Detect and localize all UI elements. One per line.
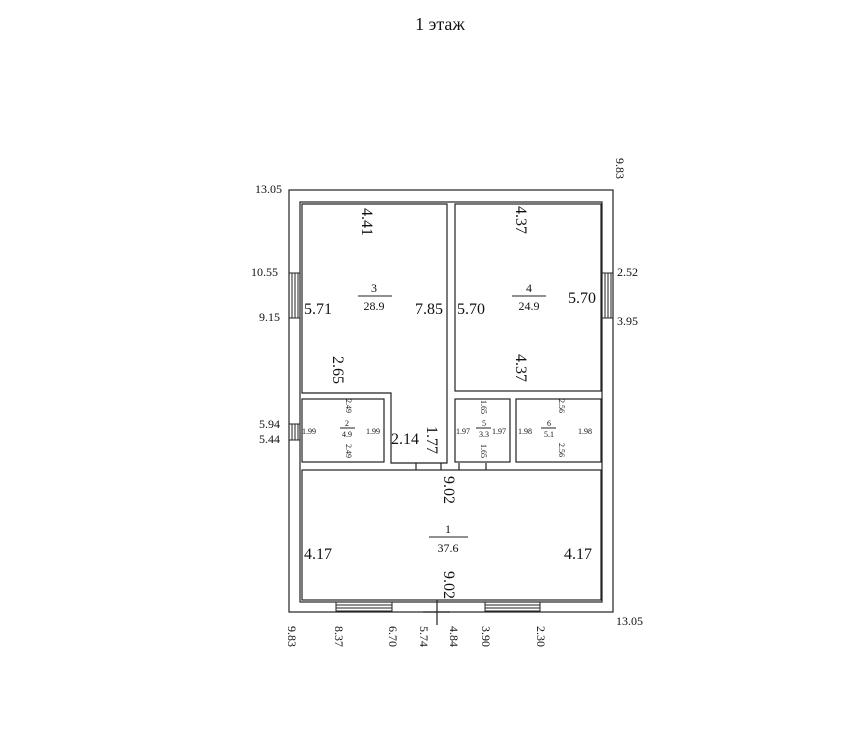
mark-left-window1-top: 10.55 (251, 265, 278, 279)
room-6-dim-left: 1.98 (518, 427, 532, 436)
room-5-area: 3.3 (479, 430, 489, 439)
window-bottom-left (335, 602, 393, 612)
room-3-area: 28.9 (364, 299, 385, 313)
floor-title: 1 этаж (415, 14, 465, 34)
room-6-area: 5.1 (544, 430, 554, 439)
mark-left-window2-top: 5.94 (259, 417, 280, 431)
room-2-dim-right: 1.99 (366, 427, 380, 436)
hall-dim-horizontal: 1.77 (423, 426, 440, 454)
mark-bottom-3: 5.74 (417, 626, 431, 647)
mark-bottom-1: 8.37 (332, 626, 346, 647)
window-right (602, 272, 613, 319)
outer-mark-bottom-right: 13.05 (616, 614, 643, 628)
room-1-dim-bottom: 9.02 (440, 571, 457, 599)
room-6-dim-right: 1.98 (578, 427, 592, 436)
window-left-upper (289, 272, 300, 319)
room-4-dim-left: 5.70 (457, 301, 485, 318)
room-2-dim-left: 1.99 (302, 427, 316, 436)
room-1-dim-top: 9.02 (440, 476, 457, 504)
room-1-dim-right: 4.17 (564, 546, 592, 563)
room-6-number: 6 (547, 419, 551, 428)
outer-wall-inner (299, 201, 603, 603)
room-2-outline (301, 398, 385, 463)
room-1-number: 1 (445, 522, 451, 536)
room-3-dim-left: 5.71 (304, 301, 332, 318)
room-3-dim-right: 7.85 (415, 301, 443, 318)
room-6-dim-bottom: 2.56 (557, 443, 566, 457)
room-2-dim-top: 2.49 (344, 399, 353, 413)
room-3-dim-bottom: 2.65 (329, 356, 346, 384)
window-bottom-right (484, 602, 541, 612)
mark-right-window-bottom: 3.95 (617, 314, 638, 328)
room-6-dim-top: 2.56 (557, 399, 566, 413)
outer-mark-top-left: 13.05 (255, 182, 282, 196)
room-1-dim-left: 4.17 (304, 546, 332, 563)
room-5-number: 5 (482, 419, 486, 428)
outer-mark-top-right: 9.83 (613, 158, 627, 179)
room-2-dim-bottom: 2.49 (344, 444, 353, 458)
room-5-dim-top: 1.65 (479, 400, 488, 414)
room-4-dim-bottom: 4.37 (512, 354, 529, 382)
room-4-area: 24.9 (519, 299, 540, 313)
room-4-dim-top: 4.37 (512, 206, 529, 234)
hall-dim-vertical: 2.14 (391, 431, 419, 448)
mark-left-window2-bottom: 5.44 (259, 432, 280, 446)
room-5-dim-right: 1.97 (492, 427, 506, 436)
mark-bottom-2: 6.70 (386, 626, 400, 647)
room-6-outline (515, 398, 602, 463)
mark-right-window-top: 2.52 (617, 265, 638, 279)
outer-wall-outer (288, 189, 614, 613)
room-1-area: 37.6 (438, 541, 459, 555)
room-5-dim-bottom: 1.65 (479, 444, 488, 458)
window-left-lower (289, 423, 300, 441)
room-3-outline (301, 203, 448, 464)
room-5-outline (454, 398, 511, 463)
room-5-dim-left: 1.97 (456, 427, 470, 436)
room-4-dim-right: 5.70 (568, 290, 596, 307)
room-3-dim-top: 4.41 (358, 208, 375, 236)
room-2-number: 2 (345, 419, 349, 428)
room-2-area: 4.9 (342, 430, 352, 439)
mark-bottom-5: 3.90 (479, 626, 493, 647)
room-4-outline (454, 203, 602, 392)
room-4-number: 4 (526, 281, 532, 295)
room-3-number: 3 (371, 281, 377, 295)
mark-bottom-4: 4.84 (447, 626, 461, 647)
outer-mark-bottom-left: 9.83 (285, 626, 299, 647)
mark-bottom-6: 2.30 (534, 626, 548, 647)
mark-left-window1-bottom: 9.15 (259, 310, 280, 324)
room-1-outline (301, 469, 602, 601)
